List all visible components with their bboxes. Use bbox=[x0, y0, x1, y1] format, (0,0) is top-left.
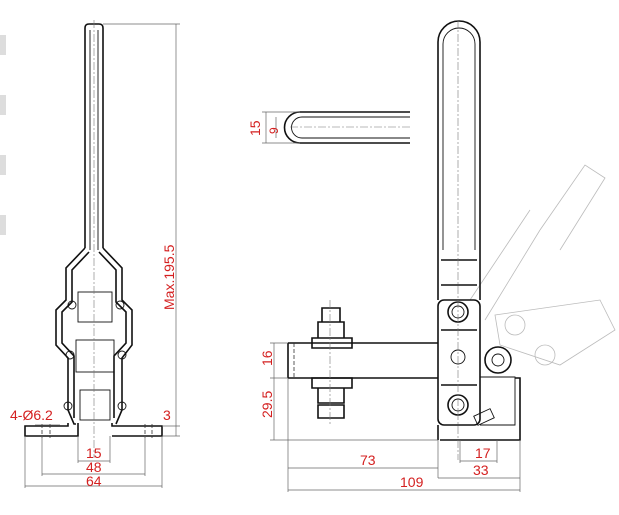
dim-base-length: 33 bbox=[473, 462, 489, 478]
handle-section-view bbox=[262, 111, 410, 144]
side-view bbox=[287, 20, 521, 460]
dim-hole-pitch: 17 bbox=[475, 445, 491, 461]
dim-base-width: 64 bbox=[86, 473, 102, 489]
edge-marks bbox=[0, 35, 6, 235]
dim-hole-spacing: 48 bbox=[86, 459, 102, 475]
front-view bbox=[24, 20, 163, 458]
side-dimensions bbox=[270, 342, 521, 492]
dim-handle-inner: 9 bbox=[267, 127, 281, 134]
front-dimensions bbox=[24, 23, 180, 488]
dim-handle-width: 15 bbox=[247, 120, 263, 136]
open-position-ghost bbox=[469, 164, 616, 366]
dim-inner-width: 15 bbox=[86, 445, 102, 461]
dim-arm-offset: 29.5 bbox=[259, 391, 275, 418]
dim-base-thickness: 3 bbox=[163, 407, 171, 423]
dim-arm-height: 16 bbox=[259, 350, 275, 366]
dim-holes: 4-Ø6.2 bbox=[10, 407, 53, 423]
dim-max-height: Max.195.5 bbox=[161, 244, 177, 310]
dim-total-length: 109 bbox=[400, 474, 424, 490]
dim-reach: 73 bbox=[360, 452, 376, 468]
